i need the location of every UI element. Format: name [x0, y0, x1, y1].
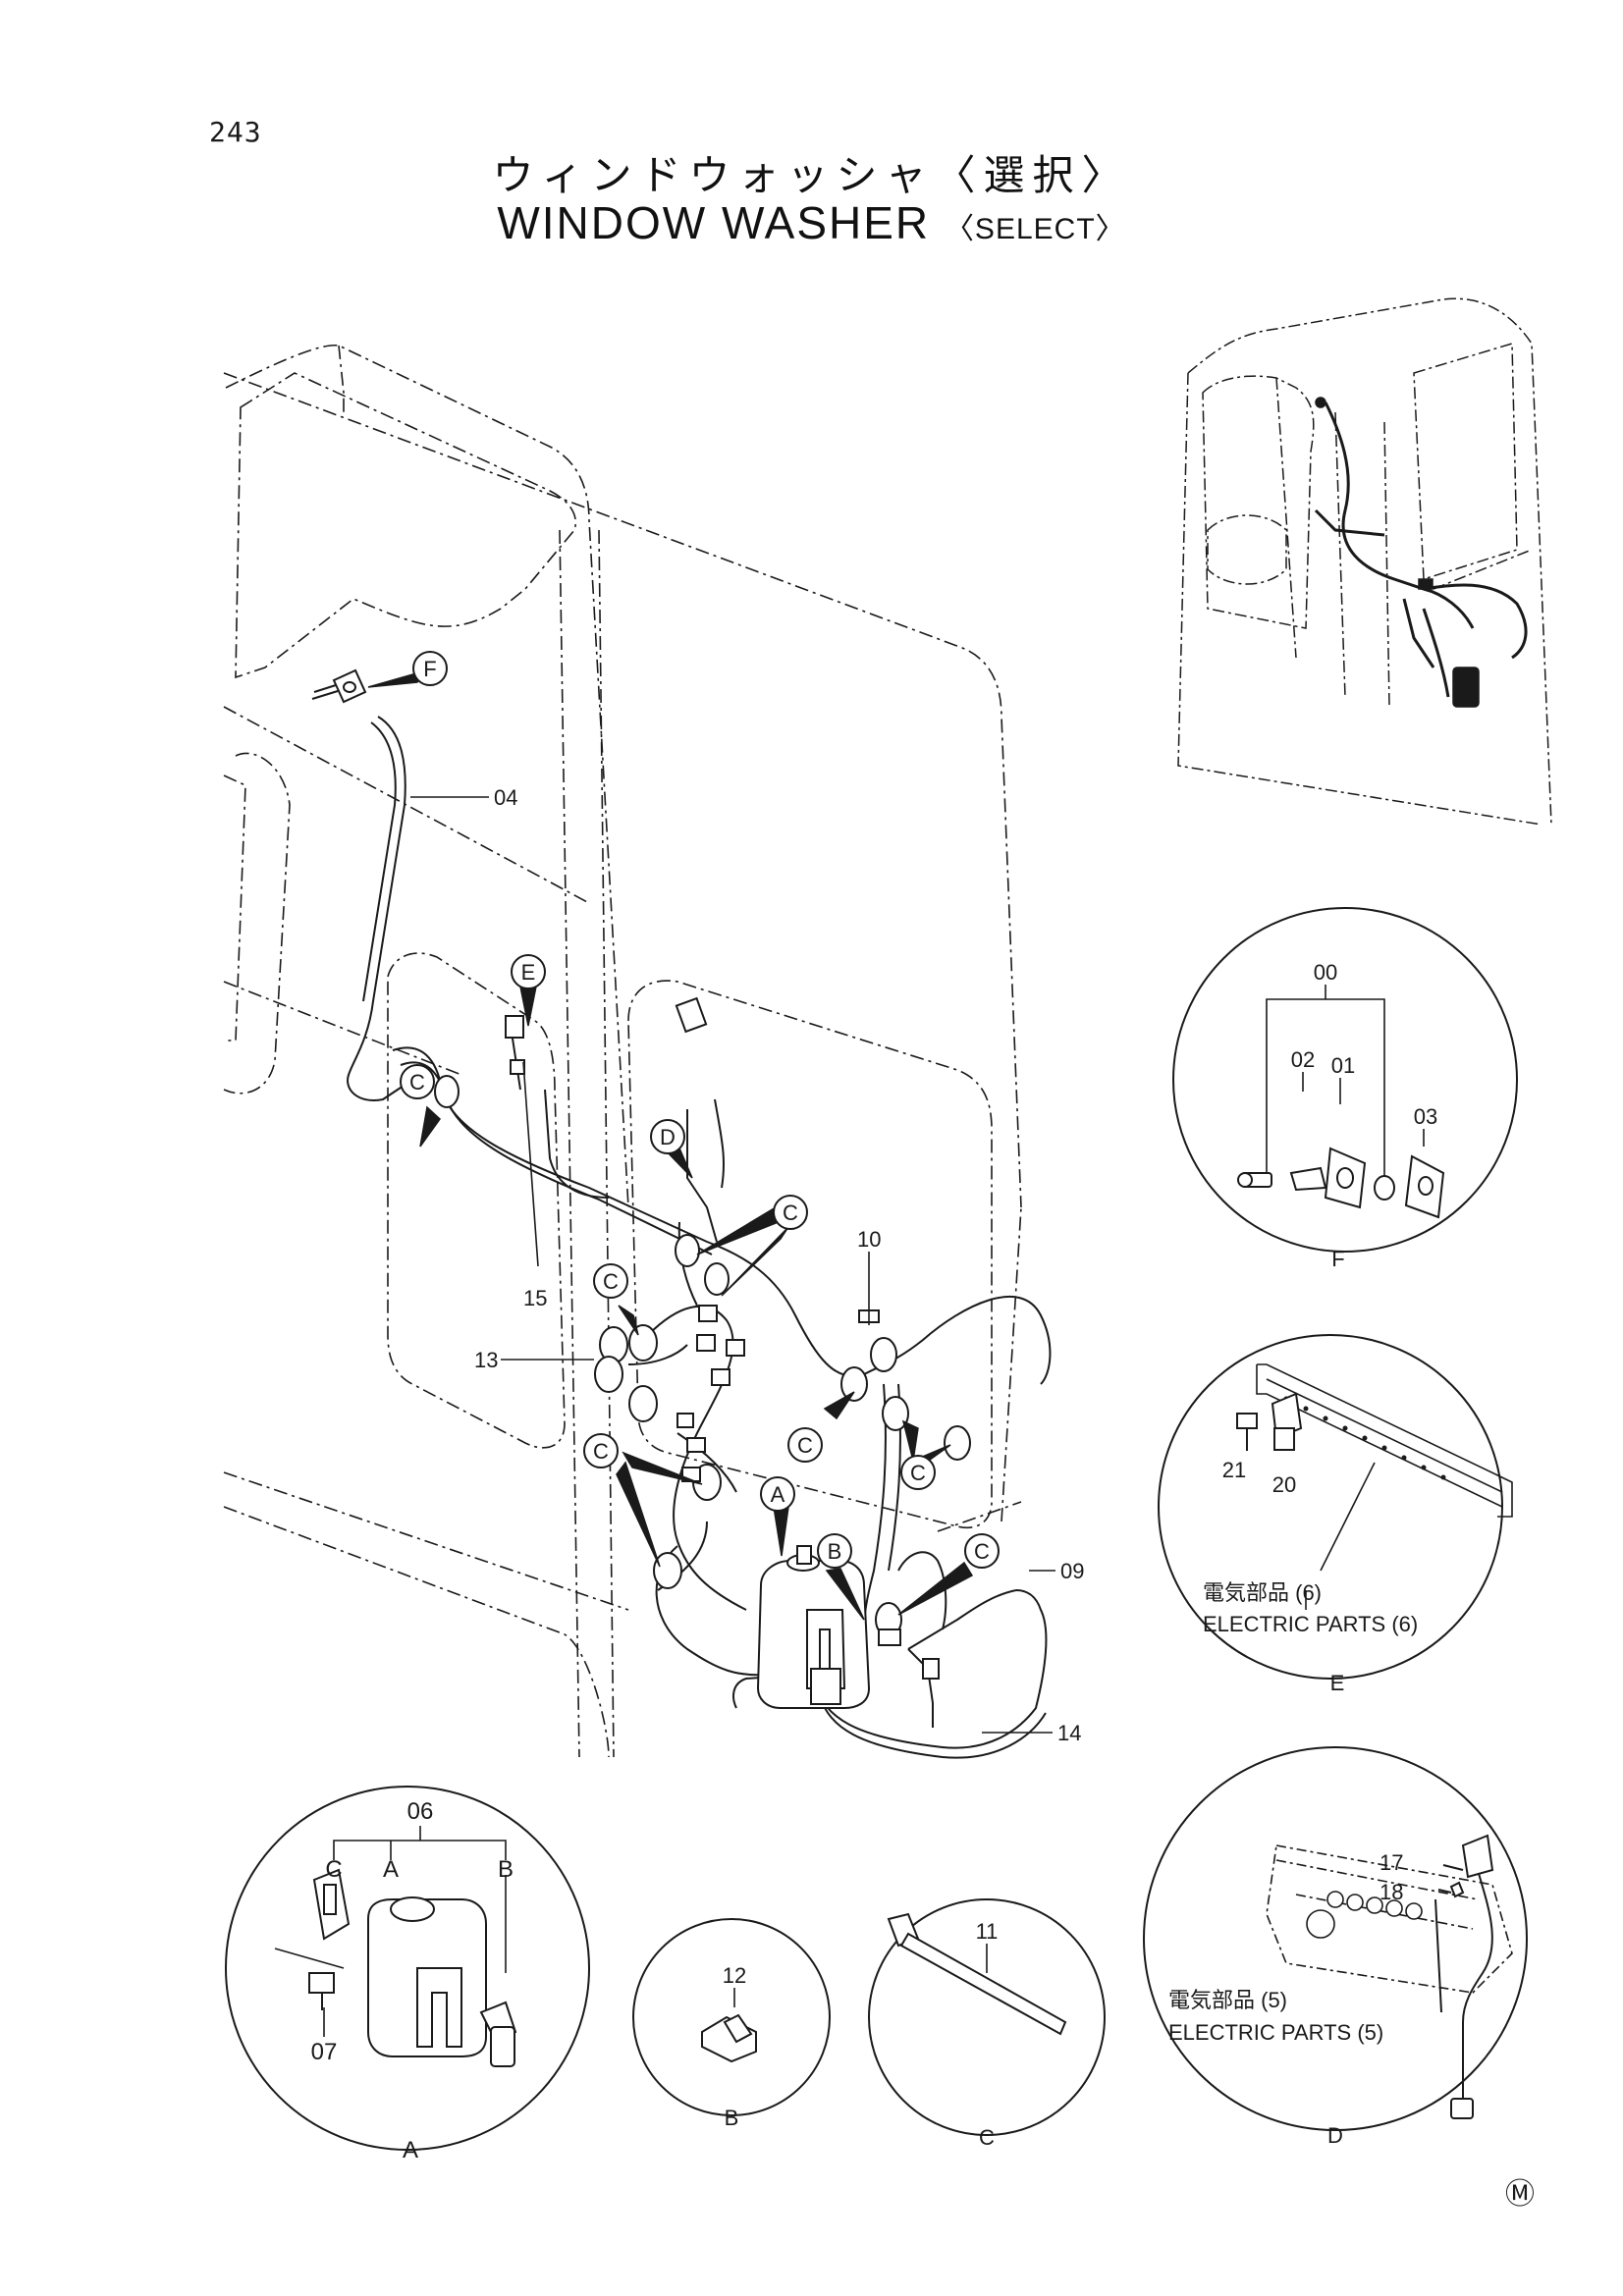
detail-b-title: B [725, 2106, 739, 2130]
callout-f-circle [412, 651, 448, 686]
part-label-02: 02 [1291, 1047, 1315, 1072]
detail-circle-c [868, 1898, 1106, 2136]
detail-circle-e [1158, 1334, 1513, 1680]
part-label-01: 01 [1331, 1053, 1355, 1078]
detail-c-title: C [979, 2125, 995, 2150]
cab-overview-inset [1177, 297, 1552, 826]
detail-d-labels: 17 18 電気部品 (5) ELECTRIC PARTS (5) D [1168, 1850, 1403, 2148]
callout-d-circle [650, 1119, 685, 1154]
part-label-12: 12 [723, 1963, 746, 1988]
part-label-09: 09 [1060, 1559, 1084, 1583]
callout-a-circle [760, 1476, 795, 1512]
detail-a-title: A [403, 2137, 418, 2163]
part-label-13: 13 [474, 1348, 498, 1372]
washer-tank [756, 1545, 871, 1709]
part-label-18: 18 [1380, 1880, 1403, 1904]
part-label-17: 17 [1380, 1850, 1403, 1875]
detail-a-part-a: A [383, 1856, 399, 1883]
electric-parts-6-en: ELECTRIC PARTS (6) [1203, 1612, 1418, 1636]
callout-c-label-3: C [603, 1269, 619, 1294]
detail-f-labels: 00 02 01 03 F [1291, 960, 1437, 1271]
detail-circle-f [1172, 907, 1518, 1253]
callout-c-circle-4 [787, 1427, 823, 1463]
electric-parts-5-en: ELECTRIC PARTS (5) [1168, 2020, 1383, 2045]
callout-c-label-7: C [974, 1539, 990, 1564]
detail-c-labels: 11 C [976, 1919, 999, 2150]
callout-circles [400, 651, 1000, 1569]
cab-overview-tank [1315, 397, 1480, 708]
part-label-06: 06 [407, 1798, 434, 1825]
part-label-03: 03 [1414, 1104, 1437, 1129]
detail-circle-b [632, 1918, 831, 2116]
callout-c-circle-2 [773, 1195, 808, 1230]
detail-circle-d [1143, 1746, 1528, 2131]
page-title-english: WINDOW WASHER 〈SELECT〉 [0, 196, 1623, 249]
washer-nozzle [311, 668, 367, 704]
part-leader-lines [410, 796, 1055, 1734]
callout-c-circle-5 [583, 1433, 619, 1468]
part-label-04: 04 [494, 785, 517, 810]
callout-c-label-5: C [593, 1439, 609, 1464]
cab-front-window [223, 372, 576, 1095]
part-label-20: 20 [1272, 1472, 1296, 1497]
callout-c-label-6: C [910, 1461, 926, 1485]
detail-a-part-b: B [498, 1856, 514, 1883]
detail-a-part-c: C [325, 1856, 342, 1883]
harness-connectors [505, 996, 940, 1680]
cab-outline [223, 344, 1022, 1758]
detail-e-labels: 21 20 電気部品 (6) ELECTRIC PARTS (6) E [1203, 1458, 1418, 1695]
page-title-english-select: 〈SELECT〉 [944, 213, 1126, 245]
manufacturer-mark: Ⓜ [1505, 2178, 1535, 2211]
callout-c-circle-7 [964, 1533, 1000, 1569]
part-label-14: 14 [1057, 1721, 1081, 1745]
callout-c-circle-3 [593, 1263, 628, 1299]
detail-a-labels: 06 C A B 07 A [311, 1798, 514, 2163]
detail-b-labels: 12 B [723, 1963, 746, 2130]
callout-c-label-2: C [783, 1201, 798, 1225]
callout-b-label: B [828, 1539, 842, 1564]
callout-c-label-1: C [409, 1070, 425, 1095]
callout-letters: F E D C C C C C C A B C [409, 657, 990, 1564]
callout-c-circle-1 [400, 1064, 435, 1099]
callout-a-label: A [771, 1482, 785, 1507]
cab-overview-harness [1314, 401, 1528, 698]
callout-f-label: F [423, 657, 436, 681]
part-label-15: 15 [523, 1286, 547, 1310]
callout-arrows [367, 667, 974, 1621]
page-header: 243 ウィンドウォッシャ〈選択〉 WINDOW WASHER 〈SELECT〉 [0, 0, 1623, 255]
part-label-07: 07 [311, 2039, 338, 2065]
part-label-10: 10 [857, 1227, 881, 1252]
page-title-english-main: WINDOW WASHER [497, 197, 931, 248]
electric-parts-5-jp: 電気部品 (5) [1168, 1988, 1287, 2012]
harness-and-hoses [347, 716, 1052, 1759]
callout-b-circle [817, 1533, 852, 1569]
cable-clamps [434, 1075, 971, 1637]
part-label-11: 11 [976, 1919, 999, 1944]
callout-c-circle-6 [900, 1455, 936, 1490]
detail-circle-a [225, 1786, 590, 2151]
callout-e-circle [511, 954, 546, 989]
electric-parts-6-jp: 電気部品 (6) [1203, 1580, 1322, 1605]
callout-d-label: D [660, 1125, 676, 1149]
part-label-00: 00 [1314, 960, 1337, 985]
callout-e-label: E [521, 960, 536, 985]
part-label-21: 21 [1222, 1458, 1246, 1482]
part-number-labels: 04 15 13 10 09 14 [474, 785, 1084, 1745]
cab-side-window [387, 952, 993, 1528]
detail-f-title: F [1331, 1247, 1344, 1271]
detail-d-title: D [1327, 2123, 1343, 2148]
page-title-japanese: ウィンドウォッシャ〈選択〉 [492, 151, 1131, 199]
callout-c-label-4: C [797, 1433, 813, 1458]
detail-e-title: E [1330, 1671, 1345, 1695]
page-number: 243 [209, 116, 262, 148]
